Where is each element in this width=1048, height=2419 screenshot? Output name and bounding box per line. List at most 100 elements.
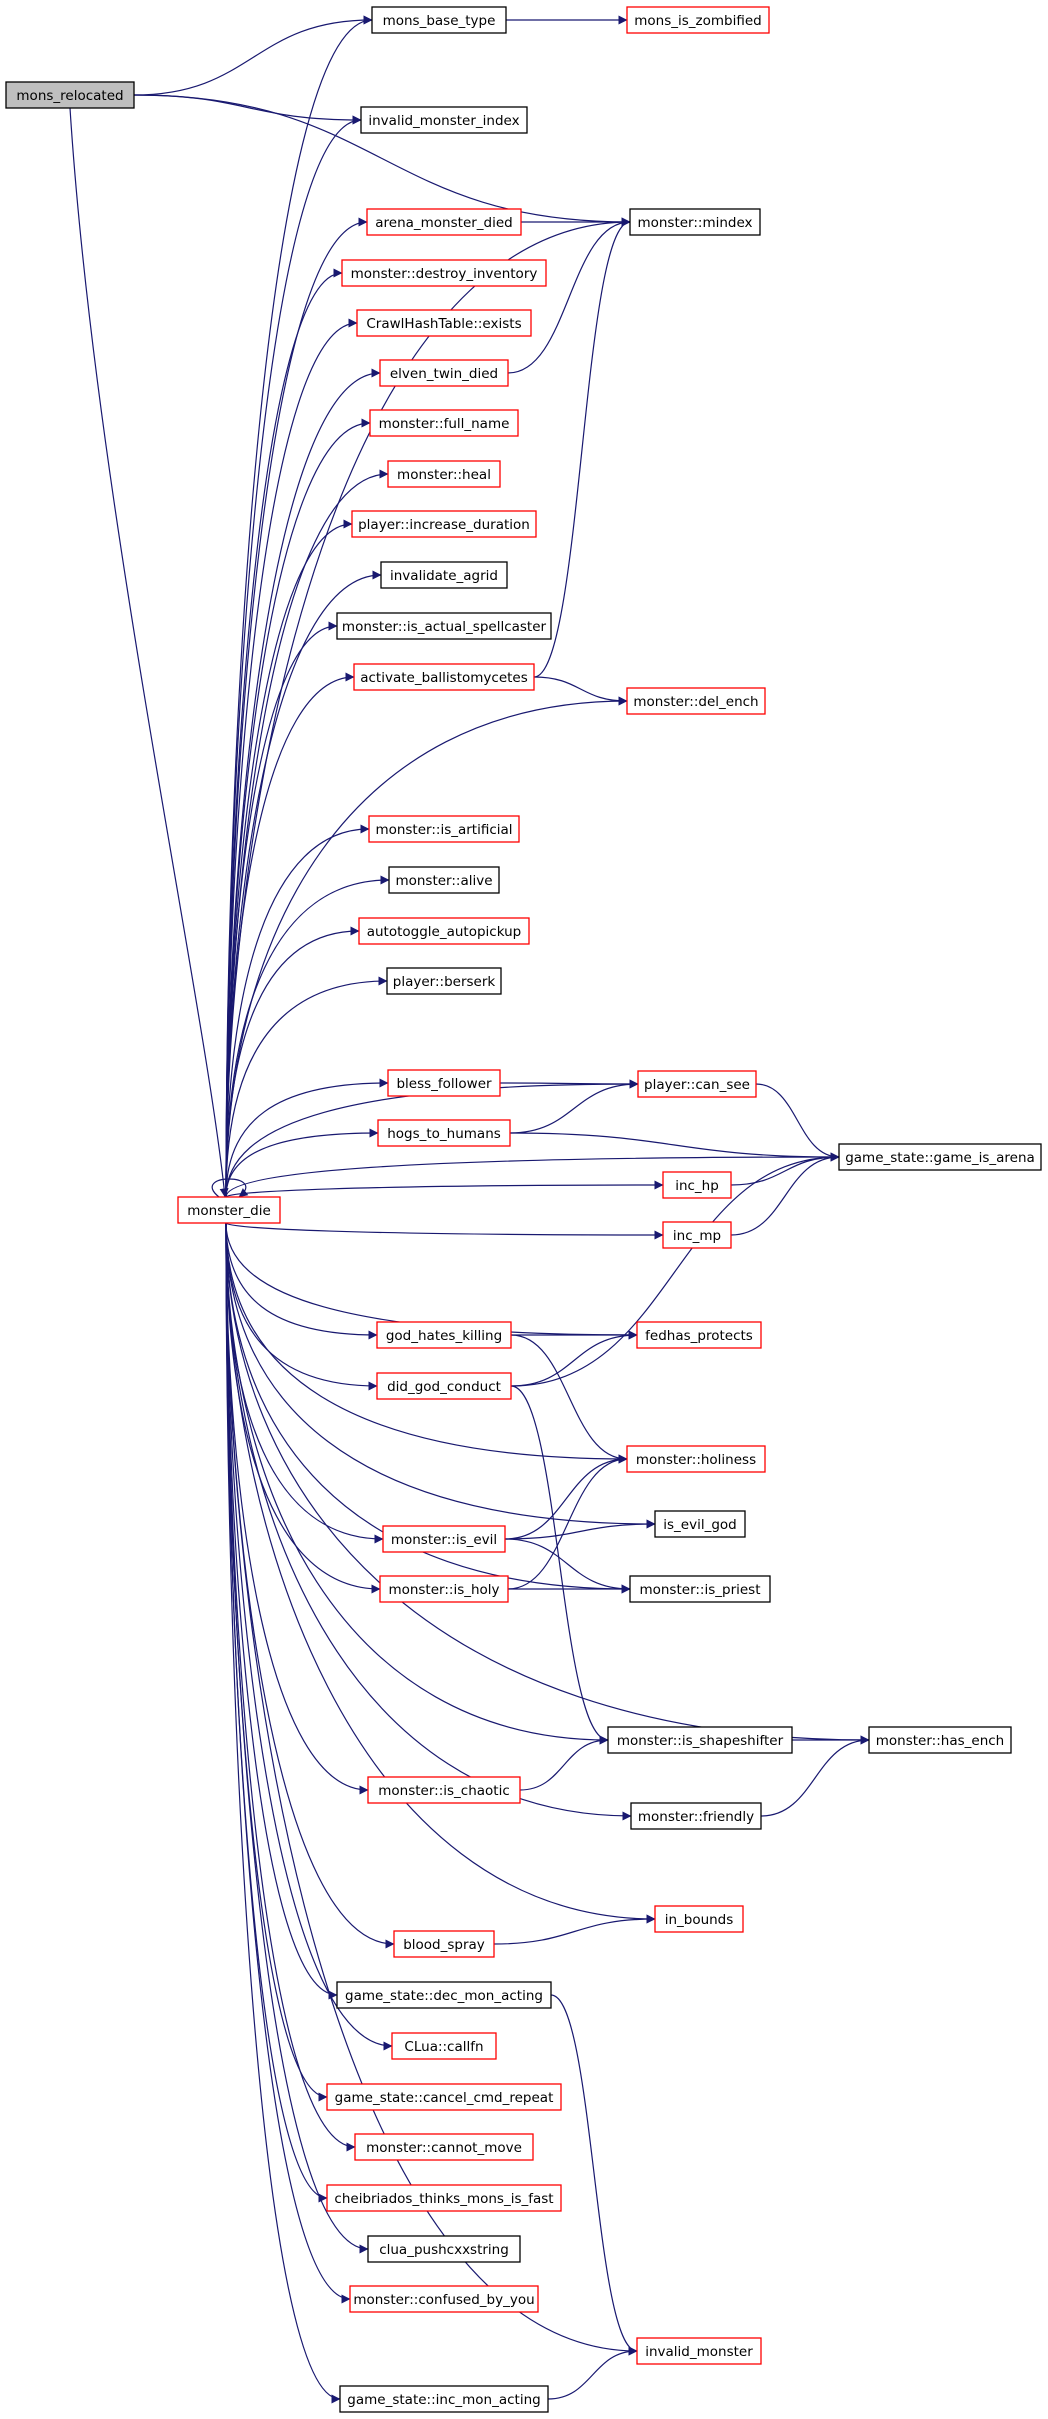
node-in-bounds[interactable]: in_bounds — [654, 1905, 744, 1933]
edge-monster_die-to-cheibriados — [225, 1222, 328, 2203]
node-label: monster::has_ench — [876, 1733, 1004, 1749]
node-box — [367, 1776, 521, 1804]
edge-inc_mon_acting-to-invalid_monster — [547, 2346, 638, 2400]
node-box — [387, 1069, 501, 1097]
edge-monster_die-to-can_see — [225, 1079, 639, 1198]
node-del-ench[interactable]: monster::del_ench — [626, 687, 766, 715]
node-is-holy[interactable]: monster::is_holy — [379, 1575, 509, 1603]
node-label: clua_pushcxxstring — [379, 2242, 509, 2258]
node-is-artificial[interactable]: monster::is_artificial — [368, 815, 520, 843]
node-activate-ballistomycetes[interactable]: activate_ballistomycetes — [353, 663, 535, 691]
node-cheibriados[interactable]: cheibriados_thinks_mons_is_fast — [326, 2184, 562, 2212]
node-label: monster::is_priest — [639, 1582, 760, 1598]
node-box — [838, 1143, 1042, 1171]
node-elven-twin-died[interactable]: elven_twin_died — [379, 359, 509, 387]
node-confused-by-you[interactable]: monster::confused_by_you — [349, 2285, 539, 2313]
node-heal[interactable]: monster::heal — [387, 460, 501, 488]
node-cannot-move[interactable]: monster::cannot_move — [354, 2133, 534, 2161]
node-inc-mp[interactable]: inc_mp — [662, 1221, 732, 1249]
node-monster-mindex[interactable]: monster::mindex — [629, 208, 761, 236]
node-hogs-to-humans[interactable]: hogs_to_humans — [377, 1119, 511, 1147]
node-label: autotoggle_autopickup — [367, 924, 522, 940]
edge-mons_relocated-to-monster_die — [69, 107, 229, 1198]
node-is-chaotic[interactable]: monster::is_chaotic — [367, 1776, 521, 1804]
node-box — [386, 967, 502, 995]
node-label: mons_base_type — [383, 13, 496, 29]
node-monster-die[interactable]: monster_die — [177, 1196, 281, 1224]
node-label: fedhas_protects — [645, 1328, 753, 1344]
node-fedhas-protects[interactable]: fedhas_protects — [636, 1321, 762, 1349]
node-has-ench[interactable]: monster::has_ench — [868, 1726, 1012, 1754]
node-blood-spray[interactable]: blood_spray — [393, 1930, 495, 1958]
node-is-shapeshifter[interactable]: monster::is_shapeshifter — [607, 1726, 793, 1754]
node-increase-duration[interactable]: player::increase_duration — [351, 510, 537, 538]
node-label: monster::mindex — [637, 215, 752, 231]
edge-mons_relocated-to-invalid_monster_index — [133, 94, 362, 125]
node-callfn[interactable]: CLua::callfn — [391, 2032, 497, 2060]
node-game-is-arena[interactable]: game_state::game_is_arena — [838, 1143, 1042, 1171]
node-box — [358, 917, 530, 945]
node-bless-follower[interactable]: bless_follower — [387, 1069, 501, 1097]
node-label: player::berserk — [393, 974, 496, 990]
node-clua-push[interactable]: clua_pushcxxstring — [367, 2235, 521, 2263]
edge-monster_die-to-elven_twin_died — [225, 368, 381, 1198]
node-box — [662, 1221, 732, 1249]
edge-monster_die-to-hogs_to_humans — [225, 1128, 379, 1198]
node-label: did_god_conduct — [387, 1379, 501, 1395]
node-label: inc_hp — [675, 1178, 719, 1194]
edge-is_chaotic-to-is_shapeshifter — [519, 1735, 609, 1791]
edge-dec_mon_acting-to-invalid_monster — [550, 1994, 638, 2356]
node-invalidate-agrid[interactable]: invalidate_agrid — [380, 561, 508, 589]
node-label: invalid_monster — [645, 2344, 753, 2360]
node-is-evil-god[interactable]: is_evil_god — [654, 1510, 746, 1538]
node-god-hates-killing[interactable]: god_hates_killing — [376, 1321, 512, 1349]
node-berserk[interactable]: player::berserk — [386, 967, 502, 995]
node-crawl-exists[interactable]: CrawlHashTable::exists — [356, 309, 532, 337]
edge-god_hates_killing-to-holiness — [510, 1334, 628, 1464]
node-label: bless_follower — [396, 1076, 492, 1092]
node-full-name[interactable]: monster::full_name — [369, 409, 519, 437]
node-label: CLua::callfn — [404, 2039, 483, 2055]
edge-monster_die-to-cancel_cmd_repeat — [225, 1222, 328, 2102]
node-mons-is-zombified[interactable]: mons_is_zombified — [626, 6, 770, 34]
node-invalid-monster[interactable]: invalid_monster — [636, 2337, 762, 2365]
edge-hogs_to_humans-to-can_see — [509, 1079, 639, 1134]
node-box — [371, 6, 507, 34]
node-can-see[interactable]: player::can_see — [637, 1070, 757, 1098]
node-friendly[interactable]: monster::friendly — [630, 1802, 762, 1830]
node-arena-monster-died[interactable]: arena_monster_died — [366, 208, 522, 236]
edge-monster_die-to-inc_mon_acting — [225, 1222, 341, 2404]
node-box — [379, 1575, 509, 1603]
node-box — [326, 2083, 562, 2111]
node-did-god-conduct[interactable]: did_god_conduct — [376, 1372, 512, 1400]
edge-monster_die-to-is_holy — [225, 1222, 381, 1594]
node-label: monster::is_shapeshifter — [617, 1733, 784, 1749]
edge-monster_die-to-monster_die — [211, 1178, 249, 1198]
edge-can_see-to-game_is_arena — [755, 1083, 840, 1162]
node-cancel-cmd-repeat[interactable]: game_state::cancel_cmd_repeat — [326, 2083, 562, 2111]
node-holiness[interactable]: monster::holiness — [626, 1445, 766, 1473]
node-box — [868, 1726, 1012, 1754]
node-mons-base-type[interactable]: mons_base_type — [371, 6, 507, 34]
node-is-actual-spellcaster[interactable]: monster::is_actual_spellcaster — [336, 612, 552, 640]
node-layer: mons_relocated mons_base_type mons_is_zomb… — [5, 6, 1042, 2413]
node-box — [376, 1321, 512, 1349]
node-alive[interactable]: monster::alive — [388, 866, 500, 894]
node-mons-relocated[interactable]: mons_relocated — [5, 81, 135, 109]
edge-did_god_conduct-to-is_shapeshifter — [510, 1385, 609, 1745]
node-is-evil[interactable]: monster::is_evil — [382, 1525, 506, 1553]
node-inc-hp[interactable]: inc_hp — [662, 1171, 732, 1199]
node-label: CrawlHashTable::exists — [366, 316, 521, 332]
node-autotoggle-autopickup[interactable]: autotoggle_autopickup — [358, 917, 530, 945]
edge-monster_die-to-inc_hp — [225, 1180, 664, 1198]
node-invalid-monster-index[interactable]: invalid_monster_index — [360, 106, 528, 134]
node-is-priest[interactable]: monster::is_priest — [629, 1575, 771, 1603]
edge-monster_die-to-confused_by_you — [225, 1222, 351, 2304]
node-dec-mon-acting[interactable]: game_state::dec_mon_acting — [336, 1981, 552, 2009]
node-inc-mon-acting[interactable]: game_state::inc_mon_acting — [339, 2385, 549, 2413]
node-destroy-inventory[interactable]: monster::destroy_inventory — [341, 259, 547, 287]
node-box — [376, 1372, 512, 1400]
node-label: monster::alive — [395, 873, 492, 889]
node-box — [382, 1525, 506, 1553]
edge-monster_die-to-fedhas_protects — [225, 1222, 638, 1340]
